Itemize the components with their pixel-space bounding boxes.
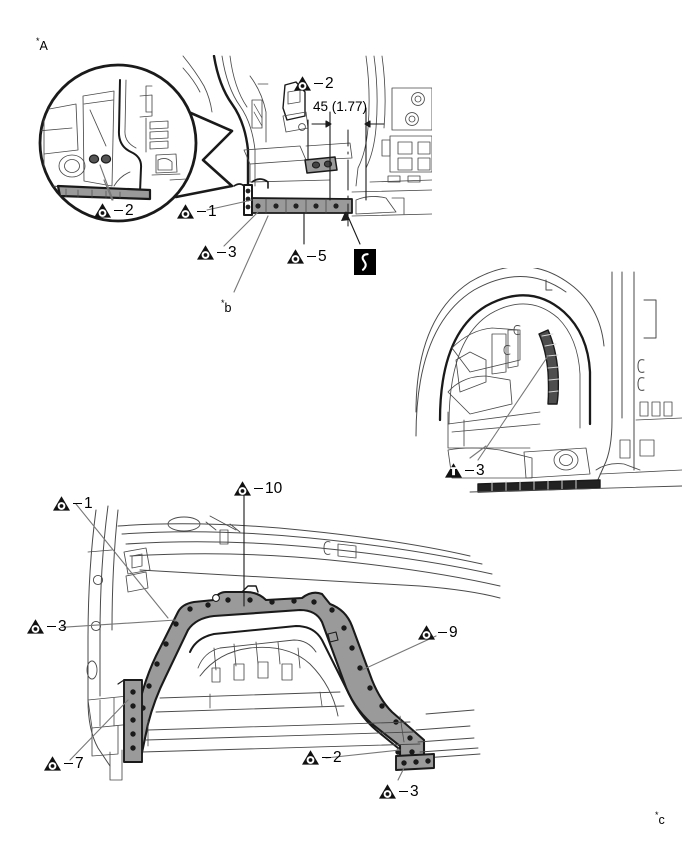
reference-tag-c: *c	[655, 810, 665, 828]
reference-tag-b: *b	[221, 298, 232, 316]
sealer-point-icon	[378, 783, 397, 800]
marker-dash	[438, 631, 447, 634]
marker-dash	[254, 487, 263, 490]
sealer-point-icon	[176, 203, 195, 220]
marker-number: 1	[208, 202, 217, 220]
marker-dash	[73, 502, 82, 505]
reference-letter: A	[39, 39, 48, 54]
marker-number: 5	[318, 247, 327, 265]
marker-dash	[217, 251, 226, 254]
sealer-point-icon	[43, 755, 62, 772]
callout-marker-2-upper[interactable]: 2	[293, 75, 334, 92]
marker-dash	[465, 469, 474, 472]
front-fender-apron-wheel-arch-view	[60, 495, 501, 781]
dimension-line-45	[311, 107, 385, 201]
marker-number: 3	[476, 461, 485, 479]
marker-number: 3	[58, 617, 67, 635]
reference-letter: c	[658, 813, 665, 828]
callout-marker-1-upper[interactable]: 1	[176, 203, 217, 220]
sealer-point-icon	[293, 75, 312, 92]
reference-star: *	[655, 810, 659, 820]
sealer-point-icon	[93, 202, 112, 219]
sealer-point-icon	[417, 624, 436, 641]
callout-marker-3-lower-left[interactable]: 3	[26, 618, 67, 635]
marker-dash	[47, 625, 56, 628]
marker-dash	[399, 790, 408, 793]
callout-marker-5-upper[interactable]: 5	[286, 248, 327, 265]
reference-tag-a: *A	[36, 36, 48, 54]
marker-number: 10	[265, 479, 283, 497]
marker-dash	[197, 210, 206, 213]
callout-marker-2-inset[interactable]: 2	[93, 202, 134, 219]
callout-marker-3-upper[interactable]: 3	[196, 244, 237, 261]
marker-dash	[114, 209, 123, 212]
callout-marker-1-lower[interactable]: 1	[52, 495, 93, 512]
caution-point-icon	[444, 462, 463, 479]
sealer-point-icon	[233, 480, 252, 497]
marker-number: 7	[75, 754, 84, 772]
sealer-symbol	[354, 249, 376, 275]
callout-marker-7-lower[interactable]: 7	[43, 755, 84, 772]
sealer-point-icon	[26, 618, 45, 635]
marker-number: 9	[449, 623, 458, 641]
marker-number: 2	[125, 201, 134, 219]
sealer-point-icon	[52, 495, 71, 512]
callout-marker-3-liner[interactable]: 3	[444, 462, 485, 479]
fender-liner-view	[415, 268, 682, 493]
marker-number: 3	[228, 243, 237, 261]
marker-number: 2	[325, 74, 334, 92]
marker-dash	[307, 255, 316, 258]
callout-marker-2-lower[interactable]: 2	[301, 749, 342, 766]
front-fender-apron-upper-view	[182, 55, 432, 245]
reference-star: *	[36, 36, 40, 46]
marker-number: 3	[410, 782, 419, 800]
callout-marker-3-lower-bottom[interactable]: 3	[378, 783, 419, 800]
sealer-point-icon	[286, 248, 305, 265]
reference-star: *	[221, 298, 225, 308]
sealer-point-icon	[196, 244, 215, 261]
marker-number: 2	[333, 748, 342, 766]
dimension-label: 45 (1.77)	[313, 99, 368, 114]
callout-marker-9-lower[interactable]: 9	[417, 624, 458, 641]
callout-marker-10-lower[interactable]: 10	[233, 480, 282, 497]
marker-dash	[64, 762, 73, 765]
marker-dash	[322, 756, 331, 759]
reference-letter: b	[224, 301, 232, 316]
sealer-point-icon	[301, 749, 320, 766]
marker-dash	[314, 82, 323, 85]
marker-number: 1	[84, 494, 93, 512]
magnified-detail-a	[38, 63, 234, 223]
